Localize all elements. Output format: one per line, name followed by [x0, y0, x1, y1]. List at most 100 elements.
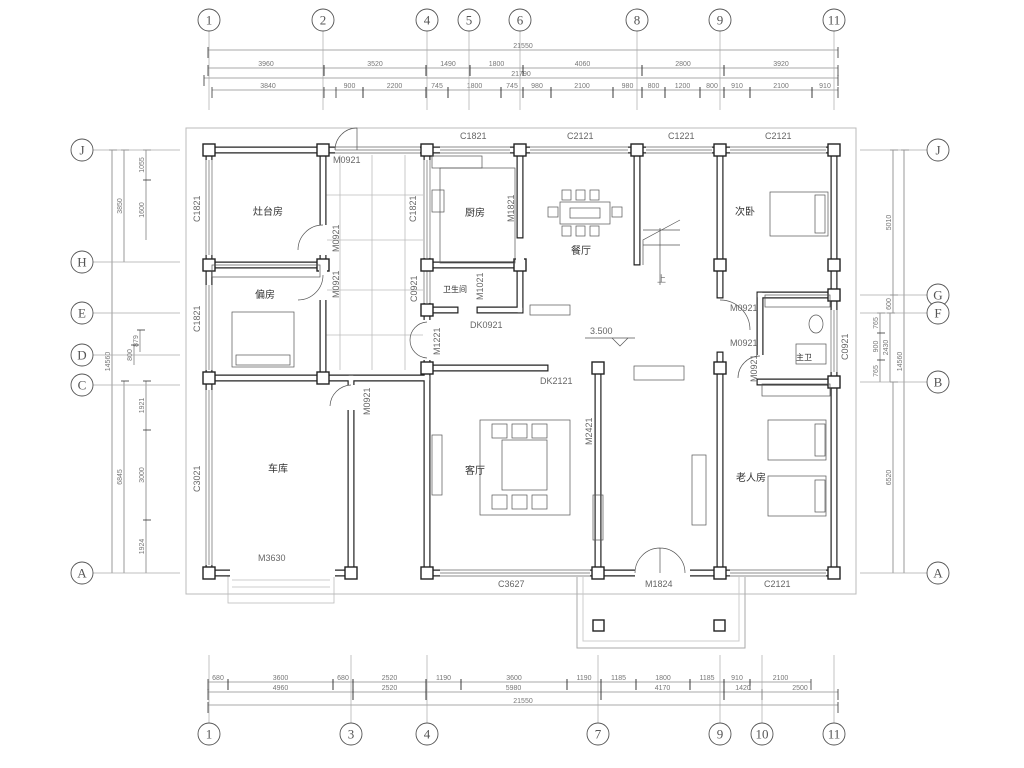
sofa-set [431, 419, 571, 516]
dim-bottom-row2-label: 4170 [655, 685, 671, 692]
dim-left-a-label: 3850 [117, 198, 124, 214]
garage-steps [227, 572, 335, 604]
column [202, 371, 216, 385]
axis-top-4-label: 4 [424, 13, 431, 28]
label-dk2121: DK2121 [540, 376, 573, 386]
column [420, 361, 434, 375]
dim-top-row2-label: 1800 [489, 61, 505, 68]
dim-right-a-label: 5010 [886, 215, 893, 231]
dim-bottom-row1-label: 1185 [611, 675, 626, 682]
dim-top-row4-label: 2100 [773, 83, 789, 90]
dim-top-row4-label: 2100 [574, 83, 590, 90]
opening-labels: C1821 C2121 C1221 C2121 M0921 C1821 C182… [192, 131, 850, 589]
axis-bottom-3-label: 3 [348, 727, 355, 742]
axis-bottom-10-label: 10 [756, 727, 769, 742]
dim-bottom-row1-label: 1190 [436, 675, 451, 682]
axis-top-1-label: 1 [206, 13, 213, 28]
dim-top-row4-label: 910 [731, 83, 743, 90]
column [420, 303, 434, 317]
axis-right-F-circle [926, 301, 950, 325]
door-swing [297, 224, 324, 251]
axis-left-D-circle [70, 343, 94, 367]
beds-elder-room [691, 419, 827, 526]
dim-top-row2-label: 4060 [575, 61, 591, 68]
room-stove-room: 灶台房 [253, 205, 283, 218]
dim-bottom-row2-label: 2520 [382, 685, 398, 692]
dim-bottom-row1-label: 1800 [655, 675, 671, 682]
room-elder-room: 老人房 [736, 471, 766, 484]
label-c2121-top-right: C2121 [765, 131, 792, 141]
dim-left-d-label: 879 [133, 335, 140, 347]
door-swing [329, 384, 352, 407]
room-living: 客厅 [465, 464, 485, 477]
label-c1821-kitchen: C1821 [408, 195, 418, 222]
column [827, 258, 841, 272]
axis-left-E-label: E [78, 306, 86, 321]
dim-bottom-row1-label: 2520 [382, 675, 398, 682]
axis-bottom-1-circle [197, 722, 221, 746]
label-m1221: M1221 [432, 327, 442, 355]
bed-side-room [231, 311, 295, 368]
axis-right-J-label: J [935, 143, 940, 158]
dim-bottom-row1-label: 3600 [273, 675, 289, 682]
column [316, 143, 330, 157]
door-swing [634, 547, 686, 574]
axis-right-B-circle [926, 370, 950, 394]
column [713, 258, 727, 272]
axis-left-E-circle [70, 301, 94, 325]
dim-bottom-row1-label: 1190 [576, 675, 591, 682]
axis-bottom-10-circle [750, 722, 774, 746]
column [713, 143, 727, 157]
axis-top-11-circle [822, 8, 846, 32]
axis-left-D-label: D [77, 348, 86, 363]
label-m1021: M1021 [475, 272, 485, 300]
dim-top-row4-label: 3840 [260, 83, 276, 90]
door-swing [297, 274, 324, 301]
axis-left-H-circle [70, 250, 94, 274]
label-m0921-top: M0921 [333, 155, 361, 165]
label-c3627: C3627 [498, 579, 525, 589]
dim-bottom-total-label: 21550 [513, 698, 533, 705]
dim-top-row4-label: 900 [344, 83, 356, 90]
dim-top-row4-label: 800 [706, 83, 718, 90]
label-c2121-top: C2121 [567, 131, 594, 141]
column [591, 566, 605, 580]
dim-top-row2-label: 2800 [675, 61, 691, 68]
label-dk0921: DK0921 [470, 320, 503, 330]
label-c2121-bottom: C2121 [764, 579, 791, 589]
dim-left-total-label: 14560 [105, 352, 112, 372]
axis-left-C-label: C [78, 378, 87, 393]
column [344, 566, 358, 580]
stair-up-label: 上 [657, 274, 666, 284]
axis-top-8-label: 8 [634, 13, 641, 28]
label-c1821-left-b: C1821 [192, 305, 202, 332]
room-second-bedroom: 次卧 [735, 205, 755, 218]
dim-top-row2-label: 1490 [440, 61, 456, 68]
column [713, 566, 727, 580]
axis-top-11-label: 11 [828, 13, 841, 28]
label-c0921-right: C0921 [840, 333, 850, 360]
roof-outline [185, 127, 857, 595]
dim-bottom-row1-label: 680 [337, 675, 349, 682]
staircase [642, 219, 681, 285]
axis-top-5-label: 5 [466, 13, 473, 28]
label-c1221-top: C1221 [668, 131, 695, 141]
dim-top-row4-label: 745 [431, 83, 443, 90]
dim-top-row4-label: 1200 [675, 83, 691, 90]
column [420, 258, 434, 272]
axis-bottom-11-circle [822, 722, 846, 746]
dim-left-b-label: 1921 [139, 398, 146, 414]
kitchen-counter [431, 155, 516, 264]
dim-top-total-label: 21550 [513, 43, 533, 50]
dim-bottom-row2-label: 1420 [735, 685, 751, 692]
column [827, 566, 841, 580]
dim-bottom-row1-label: 910 [731, 675, 743, 682]
axis-bottom-4-circle [415, 722, 439, 746]
column [202, 566, 216, 580]
axis-right-B-label: B [934, 375, 943, 390]
dim-top-row4-label: 745 [506, 83, 518, 90]
column [713, 361, 727, 375]
column [420, 143, 434, 157]
